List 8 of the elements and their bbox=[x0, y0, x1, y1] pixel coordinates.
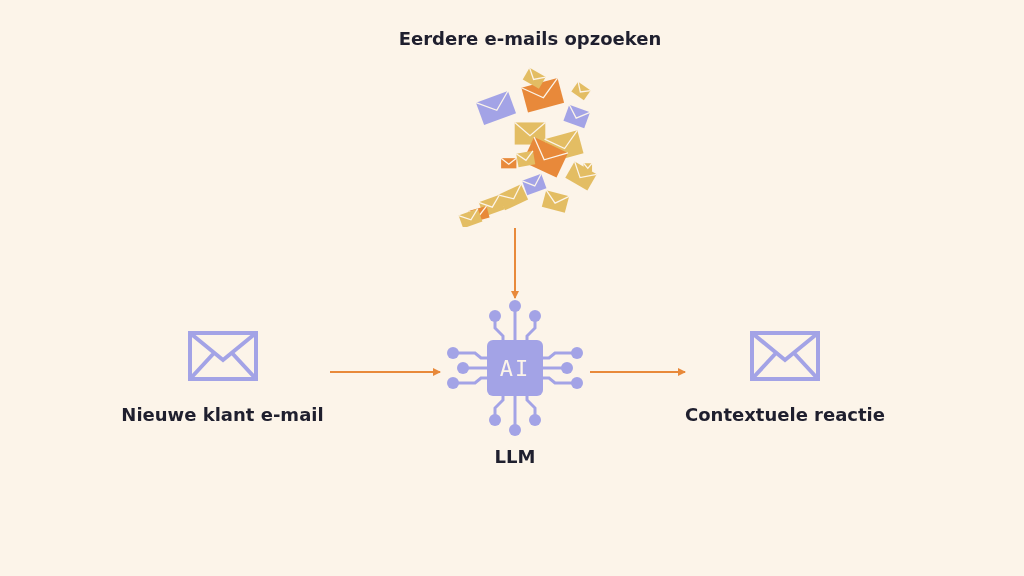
chip-label: AI bbox=[499, 355, 531, 381]
arrow bbox=[589, 368, 686, 376]
arrow bbox=[511, 227, 519, 299]
node-label: LLM bbox=[494, 446, 536, 467]
node-label: Nieuwe klant e-mail bbox=[121, 404, 324, 425]
arrow bbox=[329, 368, 441, 376]
node-title: Eerdere e-mails opzoeken bbox=[398, 28, 662, 49]
node-label: Contextuele reactie bbox=[685, 404, 885, 425]
